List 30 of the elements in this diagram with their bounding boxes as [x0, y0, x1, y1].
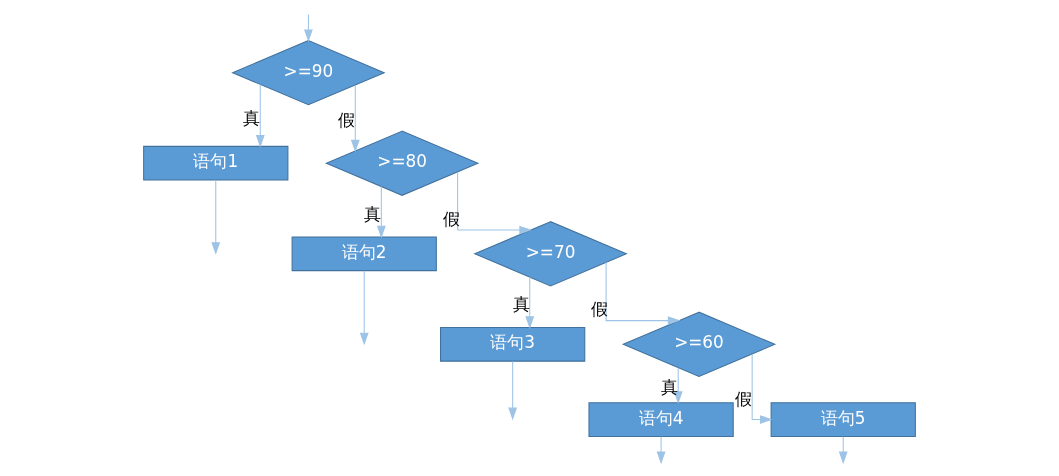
- arrow: [457, 170, 532, 234]
- edge-label: 假: [591, 298, 609, 319]
- arrow: [255, 83, 265, 148]
- edge-label: 真: [364, 203, 382, 224]
- edge-label: 假: [338, 109, 356, 130]
- node-diamond: >=90: [231, 39, 386, 105]
- arrow: [525, 276, 535, 329]
- edge-label: 真: [243, 107, 261, 128]
- arrow: [656, 435, 666, 464]
- arrow: [350, 84, 360, 152]
- arrow: [751, 353, 773, 424]
- arrow: [508, 360, 518, 420]
- edge-label: 假: [442, 208, 460, 229]
- arrow: [211, 179, 221, 255]
- arrow: [359, 269, 369, 345]
- arrow: [304, 13, 313, 42]
- arrow: [605, 261, 681, 325]
- node-diamond: >=70: [473, 220, 628, 286]
- node-box: 语句3: [440, 326, 586, 362]
- edge-label: 真: [512, 293, 530, 314]
- edge-label: 真: [661, 376, 679, 397]
- edge-label: 假: [735, 388, 753, 409]
- node-diamond: >=80: [324, 130, 480, 196]
- node-box: 语句2: [291, 235, 437, 271]
- arrow: [376, 185, 386, 238]
- node-box: 语句1: [143, 145, 289, 181]
- node-diamond: >=60: [621, 311, 777, 377]
- node-box: 语句4: [588, 401, 734, 437]
- arrow: [673, 366, 683, 404]
- node-box: 语句5: [770, 401, 916, 437]
